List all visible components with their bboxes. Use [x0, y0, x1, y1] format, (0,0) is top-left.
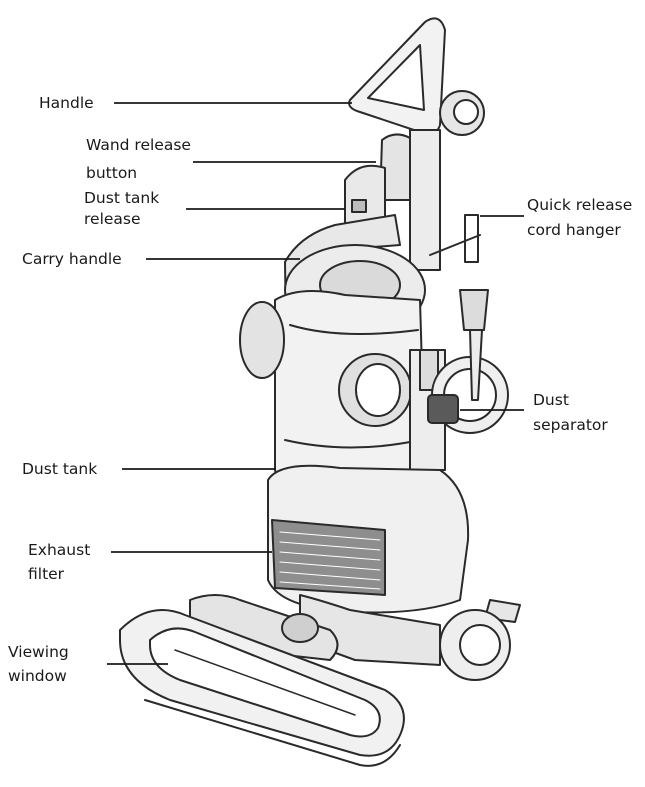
label-dust-separator: Dust separator — [533, 391, 608, 434]
label-viewing-window: Viewing window — [8, 643, 69, 685]
label-carry-handle: Carry handle — [22, 250, 122, 268]
label-quick-release: Quick release cord hanger — [527, 196, 633, 239]
wand-shaft — [409, 129, 441, 271]
label-handle: Handle — [39, 94, 94, 112]
label-dust-tank: Dust tank — [22, 460, 98, 478]
label-dust-tank-release: Dust tank release — [84, 189, 160, 228]
dust-tank-release-button — [344, 164, 386, 226]
label-wand-release: Wand release button — [86, 136, 191, 182]
label-exhaust-filter: Exhaust filter — [28, 541, 91, 583]
exhaust-filter — [271, 519, 386, 596]
